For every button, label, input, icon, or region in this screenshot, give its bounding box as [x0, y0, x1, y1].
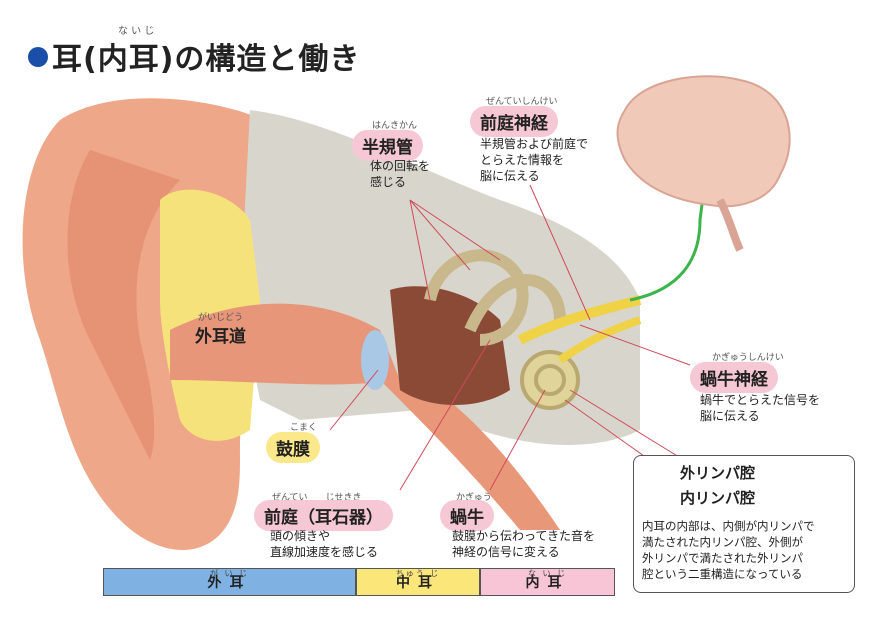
page-title: 耳(内耳)の構造と働き [28, 34, 360, 78]
cochlea-shape [520, 350, 580, 410]
title-ruby: な い じ [118, 26, 155, 37]
cochlea-desc: 鼓膜から伝わってきた音を 神経の信号に変える [452, 529, 596, 559]
bullet-icon [28, 47, 48, 67]
eardrum-label: 鼓膜 [266, 432, 320, 463]
semicircular-desc: 体の回転を 感じる [370, 159, 431, 189]
lymph-note-box: 外リンパ腔 内リンパ腔 内耳の内部は、内側が内リンパで 満たされた内リンパ腔、外… [633, 455, 855, 593]
semicircular-canal-2 [464, 274, 566, 333]
pointer-lines [329, 184, 693, 491]
lower-tissue [380, 380, 560, 530]
cochlear-nerve-desc: 蝸牛でとらえた信号を 脳に伝える [700, 393, 821, 423]
eardrum-shape [361, 330, 389, 390]
vestibular-nerve-label: 前庭神経 [470, 106, 558, 137]
cochlea-ruby: かぎゅう [456, 493, 492, 503]
cochlea-label: 蝸牛 [440, 500, 494, 531]
vestibular-nerve-ruby: ぜんていしんけい [486, 97, 558, 107]
middle-ear-bar: ちゅう じ 中耳 [356, 568, 480, 596]
ear-canal-label: 外耳道 [195, 327, 246, 347]
vestibule-desc: 頭の傾きや 直線加速度を感じる [270, 529, 379, 559]
vestibule-ruby: ぜんてい じせきき [272, 493, 362, 503]
cochlear-nerve-label: 蝸牛神経 [690, 362, 778, 393]
ear-canal [170, 303, 400, 385]
lymph-note-text: 内耳の内部は、内側が内リンパで 満たされた内リンパ腔、外側が 外リンパで満たされ… [642, 519, 815, 581]
eardrum-ruby: こまく [290, 423, 318, 433]
semicircular-ruby: はんきかん [372, 121, 418, 131]
outer-ear-bar: が い じ 外耳 [103, 568, 356, 596]
cochlear-nerve-ruby: かぎゅうしんけい [712, 353, 784, 363]
auditory-nerve [517, 295, 642, 345]
vestibule-label: 前庭（耳石器） [254, 500, 393, 531]
inner-ear-bar: な い じ 内耳 [480, 568, 615, 596]
semicircular-label: 半規管 [352, 130, 423, 161]
brain [616, 75, 791, 208]
vestibular-nerve-desc: 半規管および前庭で とらえた情報を 脳に伝える [480, 137, 589, 183]
endolymph-label: 内リンパ腔 [680, 489, 756, 507]
auricle-fold [67, 150, 180, 460]
ear-canal-ruby: がいじどう [198, 313, 244, 323]
perilymph-label: 外リンパ腔 [680, 464, 756, 482]
